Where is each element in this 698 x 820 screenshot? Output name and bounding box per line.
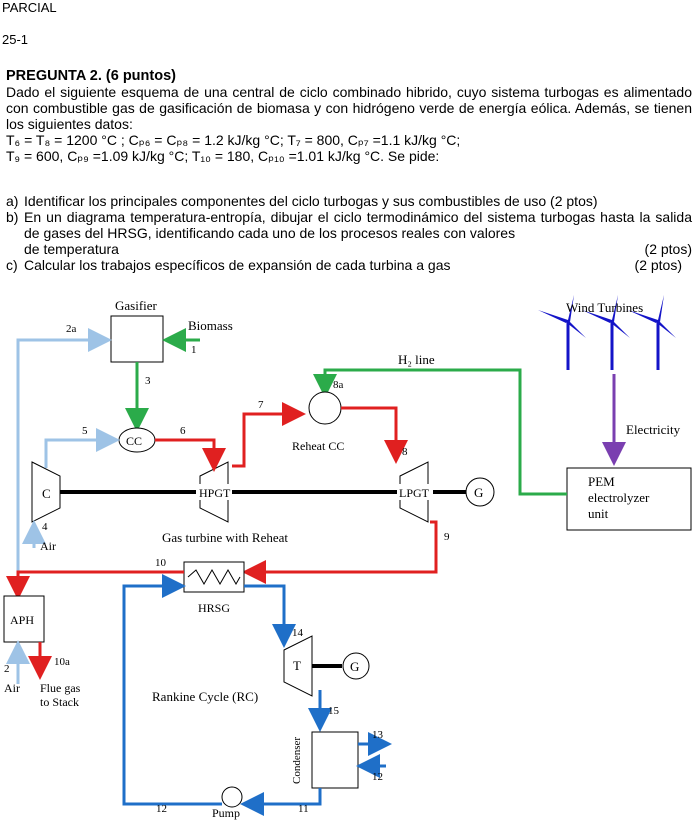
lpgt-label: LPGT xyxy=(399,486,430,500)
hpgt-label: HPGT xyxy=(199,486,231,500)
gasifier-label: Gasifier xyxy=(115,298,158,313)
state-3: 3 xyxy=(145,375,151,387)
state-11: 11 xyxy=(298,803,309,815)
cc-label: CC xyxy=(126,434,142,448)
pem-electrolyzer-box xyxy=(566,467,692,531)
course-label: PARCIAL xyxy=(2,0,57,15)
wind-turbines-label: Wind Turbines xyxy=(566,300,643,315)
data-line-1: T₆ = T₈ = 1200 °C ; Cₚ₆ = Cₚ₈ = 1.2 kJ/k… xyxy=(6,132,461,148)
wind-turbines-icon xyxy=(538,295,676,370)
gt-caption: Gas turbine with Reheat xyxy=(162,530,288,545)
air-line-2a xyxy=(16,328,112,584)
state-9: 9 xyxy=(444,531,450,543)
rankine-label: Rankine Cycle (RC) xyxy=(152,689,258,704)
pump-icon xyxy=(221,786,243,808)
question-block: PREGUNTA 2. (6 puntos) Dado el siguiente… xyxy=(6,68,692,164)
item-a-text: Identificar los principales componentes … xyxy=(24,193,598,209)
state-12: 12 xyxy=(156,803,167,815)
reheat-combustion-chamber xyxy=(308,391,342,425)
question-title: PREGUNTA 2. (6 puntos) xyxy=(6,68,176,84)
state-8a: 8a xyxy=(333,379,344,391)
compressor xyxy=(31,461,61,523)
h2-line xyxy=(313,368,567,496)
flue-label-1: Flue gas xyxy=(40,681,81,695)
generator-label: G xyxy=(474,485,483,500)
generator-st xyxy=(342,652,370,680)
state-2: 2 xyxy=(4,663,10,675)
aph-label: APH xyxy=(10,613,34,627)
hrsg-coil-icon xyxy=(187,568,241,586)
hrsg-box xyxy=(183,561,245,593)
item-b-last-line: de temperatura xyxy=(24,241,119,257)
air-line-5 xyxy=(44,428,120,468)
h2-line-label: H₂ line xyxy=(398,352,435,367)
condenser-label: Condenser xyxy=(291,737,303,784)
biomass-label: Biomass xyxy=(188,318,233,333)
state-6: 6 xyxy=(180,425,186,437)
state-16: 13 xyxy=(372,729,384,741)
hot-gas-line-8 xyxy=(341,406,408,464)
air-label-1: Air xyxy=(40,539,56,553)
pem-label-2: electrolyzer xyxy=(588,490,650,505)
question-intro: Dado el siguiente esquema de una central… xyxy=(6,84,692,132)
condenser-box xyxy=(311,731,359,789)
pem-label-3: unit xyxy=(588,506,609,521)
item-c-text: Calcular los trabajos específicos de exp… xyxy=(24,257,451,273)
reheat-cc-label: Reheat CC xyxy=(292,439,344,453)
gasifier-box xyxy=(110,315,164,363)
steam-line-13 xyxy=(244,584,296,648)
state-10: 10 xyxy=(155,557,167,569)
aph-box xyxy=(3,595,45,643)
state-15: 12 xyxy=(372,771,383,783)
item-c: c) Calcular los trabajos específicos de … xyxy=(6,257,692,273)
hot-gas-line-7 xyxy=(232,402,306,468)
generator2-label: G xyxy=(350,659,359,674)
steam-turbine xyxy=(283,635,313,697)
compressor-label: C xyxy=(42,486,51,501)
water-line-12 xyxy=(122,574,222,806)
item-a-label: a) xyxy=(6,193,19,209)
gas-line-10 xyxy=(6,570,184,600)
item-c-label: c) xyxy=(6,257,18,273)
state-14: 15 xyxy=(328,705,340,717)
item-b-label: b) xyxy=(6,209,19,225)
state-2a: 2a xyxy=(66,323,77,335)
question-items: a) Identificar los principales component… xyxy=(6,193,692,273)
item-b-text: En un diagrama temperatura-entropía, dib… xyxy=(24,209,692,241)
item-b: b) En un diagrama temperatura-entropía, … xyxy=(6,209,692,257)
item-c-points: (2 ptos) xyxy=(634,257,682,273)
state-5: 5 xyxy=(82,425,88,437)
term-label: 25-1 xyxy=(2,32,29,47)
exhaust-line-9 xyxy=(242,520,438,584)
state-7: 7 xyxy=(258,399,264,411)
state-1: 1 xyxy=(191,344,197,356)
state-13: 14 xyxy=(292,627,304,639)
hrsg-label: HRSG xyxy=(198,601,230,615)
state-4: 4 xyxy=(42,521,48,533)
plant-diagram: Wind Turbines Electricity PEM electrolyz… xyxy=(3,295,692,820)
data-line-2: T₉ = 600, Cₚ₉ =1.09 kJ/kg °C; T₁₀ = 180,… xyxy=(6,148,440,164)
item-b-points: (2 ptos) xyxy=(644,241,692,257)
state-8: 8 xyxy=(402,446,408,458)
flue-label-2: to Stack xyxy=(40,695,79,709)
pump-label: Pump xyxy=(212,806,240,820)
pem-label-1: PEM xyxy=(588,474,615,489)
water-line-11 xyxy=(240,788,322,816)
steam-turbine-label: T xyxy=(293,658,301,673)
air-label-2: Air xyxy=(4,681,20,695)
item-a: a) Identificar los principales component… xyxy=(6,193,692,209)
electricity-label: Electricity xyxy=(626,422,681,437)
hot-gas-line-6 xyxy=(155,438,226,472)
generator-gt xyxy=(465,477,495,507)
state-10a: 10a xyxy=(54,656,70,668)
